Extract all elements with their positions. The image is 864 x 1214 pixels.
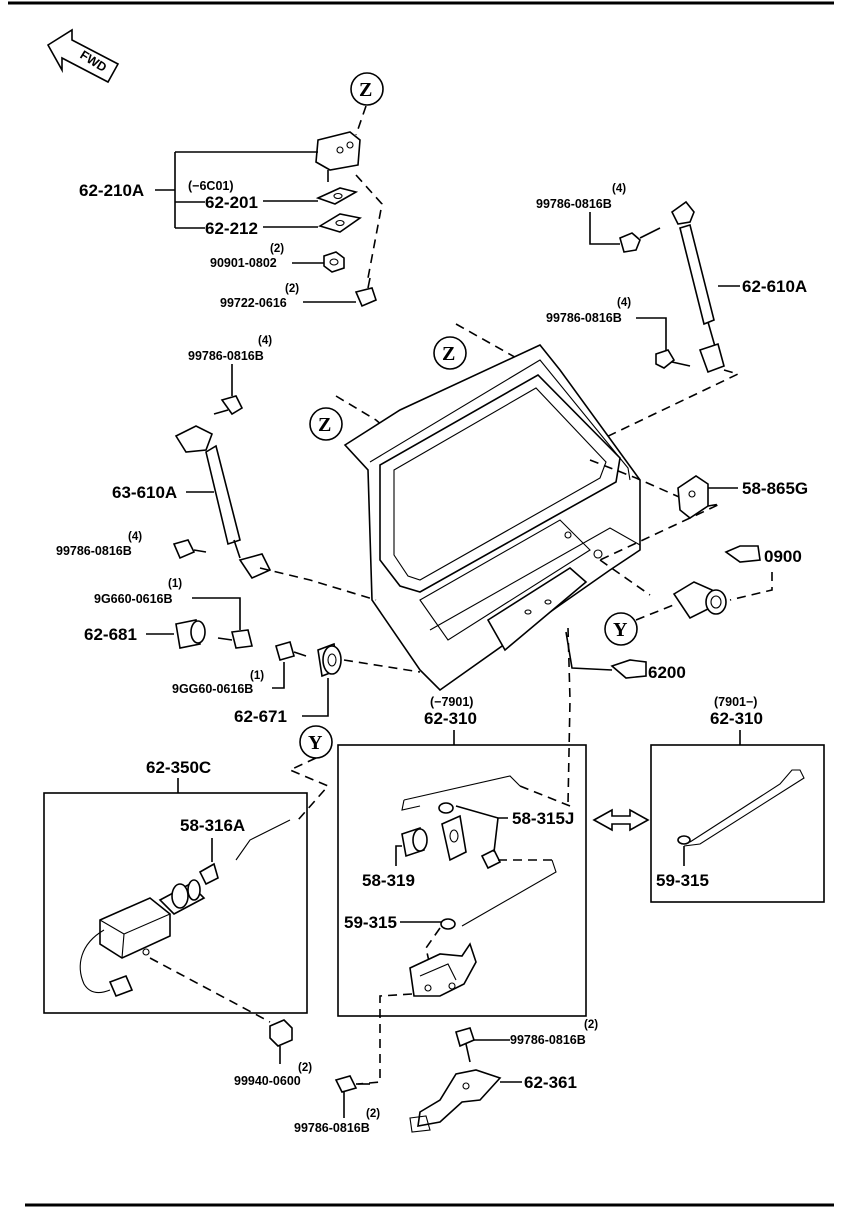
bolt-icon — [354, 277, 377, 308]
label-minus-6c01: (−6C01) — [188, 179, 234, 193]
label-63-610a: 63-610A — [112, 483, 177, 502]
label-62-671: 62-671 — [234, 707, 287, 726]
hinge-plate-icon — [315, 187, 359, 205]
interchangeable-arrow-icon — [592, 808, 650, 832]
latch-assembly-icon — [409, 942, 477, 997]
gas-strut-left-icon — [174, 425, 272, 580]
lock-rod-upper-icon — [401, 775, 521, 811]
latch-box-late — [650, 744, 825, 903]
label-9gg60-0616b: 9GG60-0616B — [172, 682, 253, 696]
label-90901-0802: 90901-0802 — [210, 256, 277, 270]
label-99786-0816b-f: 99786-0816B — [294, 1121, 370, 1135]
rod-clip-icon — [438, 802, 454, 814]
qty-99786-b: (4) — [617, 297, 631, 309]
bolt-icon — [655, 349, 691, 369]
label-62-310-a: 62-310 — [424, 709, 477, 728]
label-58-319: 58-319 — [362, 871, 415, 890]
bumper-62-671-icon — [317, 642, 342, 678]
label-62-310-b: 62-310 — [710, 709, 763, 728]
nut-icon — [323, 251, 345, 273]
lock-cylinder-icon — [672, 581, 727, 620]
hinge-callout-z-top: Z — [350, 72, 384, 106]
lock-rod-lower-icon — [461, 859, 557, 927]
label-99786-0816b-b: 99786-0816B — [546, 311, 622, 325]
label-99786-0816b-d: 99786-0816B — [56, 544, 132, 558]
label-99940-0600: 99940-0600 — [234, 1074, 301, 1088]
bolt-icon — [619, 227, 661, 253]
actuator-box — [43, 792, 308, 1014]
rod-clip-icon — [677, 835, 691, 845]
z-callout-right: Z — [433, 336, 467, 370]
latch-box-early — [337, 744, 587, 1017]
door-lock-actuator-icon — [79, 862, 219, 998]
label-99786-0816b-a: 99786-0816B — [536, 197, 612, 211]
qty-99786-f: (2) — [366, 1108, 380, 1120]
svg-text:Z: Z — [318, 414, 331, 436]
z-callout-left: Z — [309, 407, 343, 441]
rod-clip-icon — [440, 918, 456, 930]
label-59-315-a: 59-315 — [344, 913, 397, 932]
qty-99786-c: (4) — [258, 335, 272, 347]
label-99786-0816b-c: 99786-0816B — [188, 349, 264, 363]
label-62-212: 62-212 — [205, 219, 258, 238]
label-62-350c: 62-350C — [146, 758, 211, 777]
striker-62-361-icon — [409, 1069, 502, 1133]
label-62-681: 62-681 — [84, 625, 137, 644]
hinge-shim-icon — [318, 213, 362, 233]
label-99722-0616: 99722-0616 — [220, 296, 287, 310]
qty-99722: (2) — [285, 283, 299, 295]
ref-6200: 6200 — [648, 663, 686, 682]
screw-icon — [275, 641, 307, 661]
bolt-icon — [172, 539, 207, 560]
qty-90901: (2) — [270, 243, 284, 255]
label-62-361: 62-361 — [524, 1073, 577, 1092]
ref-hand-0900-icon — [724, 545, 761, 563]
bolt-icon — [455, 1027, 475, 1063]
qty-9g660: (1) — [168, 578, 182, 590]
gas-strut-right-icon — [670, 200, 725, 374]
label-7901-plus: (7901−) — [714, 695, 757, 709]
bolt-icon — [213, 395, 244, 416]
svg-text:Z: Z — [442, 343, 455, 365]
label-58-865g: 58-865G — [742, 479, 808, 498]
ref-hand-6200-icon — [610, 659, 647, 679]
y-callout-right: Y — [604, 612, 638, 646]
label-62-201: 62-201 — [205, 193, 258, 212]
fwd-arrow-icon: FWD — [46, 28, 120, 84]
bumper-62-681-icon — [175, 619, 206, 649]
label-59-315-b: 59-315 — [656, 871, 709, 890]
label-58-316a: 58-316A — [180, 816, 245, 835]
label-62-610a: 62-610A — [742, 277, 807, 296]
svg-text:Y: Y — [613, 619, 628, 641]
label-62-210a: 62-210A — [79, 181, 144, 200]
rod-holder-icon — [441, 814, 467, 862]
hinge-icon — [315, 131, 361, 182]
label-9g660-0616b: 9G660-0616B — [94, 592, 173, 606]
bolt-icon — [334, 1075, 370, 1093]
ref-0900: 0900 — [764, 547, 802, 566]
qty-99786-a: (4) — [612, 183, 626, 195]
svg-text:Y: Y — [308, 732, 323, 754]
label-minus-7901: (−7901) — [430, 695, 473, 709]
screw-icon — [217, 629, 253, 649]
nut-99940-icon — [269, 1019, 293, 1047]
qty-99786-e: (2) — [584, 1019, 598, 1031]
liftgate-icon — [343, 344, 641, 692]
qty-99786-d: (4) — [128, 531, 142, 543]
svg-text:Z: Z — [359, 79, 372, 101]
lock-rod-late-icon — [683, 769, 805, 847]
label-99786-0816b-e: 99786-0816B — [510, 1033, 586, 1047]
qty-99940: (2) — [298, 1062, 312, 1074]
label-58-315j: 58-315J — [512, 809, 574, 828]
y-callout-left: Y — [299, 725, 333, 759]
clip-icon — [480, 848, 502, 870]
bushing-58-319-icon — [401, 826, 428, 858]
qty-9gg60: (1) — [250, 670, 264, 682]
